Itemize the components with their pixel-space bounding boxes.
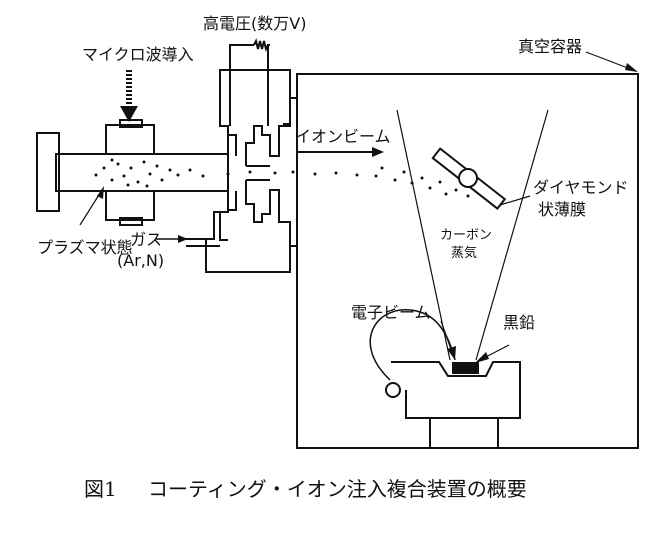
carbon-vapor-label-1: カーボン [440, 228, 492, 243]
electron-gun [385, 382, 401, 398]
substrate-holder [431, 147, 507, 210]
extraction-electrodes [219, 69, 297, 247]
gas-inlet [186, 211, 228, 240]
chamber-leader [585, 51, 634, 71]
crucible-stage [391, 361, 521, 448]
microwave-label: マイクロ波導入 [82, 45, 194, 64]
high-voltage-label: 高電圧(数万V) [203, 14, 306, 33]
figure-number: 図1 [84, 477, 117, 501]
plasma-label: プラズマ状態 [37, 238, 133, 257]
microwave-coupler [105, 119, 155, 226]
diamond-film-label-1: ダイヤモンド [533, 178, 629, 197]
carbon-vapor-label-2: 蒸気 [451, 245, 477, 261]
film-leader [499, 195, 531, 206]
vacuum-chamber-label: 真空容器 [518, 37, 582, 56]
graphite-label: 黒鉛 [503, 313, 535, 332]
electron-beam-arrow [440, 320, 453, 353]
vapor-cone-left [396, 109, 451, 361]
vacuum-chamber [296, 73, 639, 449]
figure-caption: コーティング・イオン注入複合装置の概要 [148, 477, 527, 501]
gas-label: ガス [130, 230, 162, 249]
plasma-particles [94, 158, 205, 188]
lower-housing [205, 240, 291, 273]
electron-beam-label: 電子ビーム [351, 303, 431, 322]
ion-beam-label: イオンビーム [295, 127, 391, 146]
high-voltage-wiring [229, 38, 270, 126]
graphite-target [452, 362, 479, 374]
plasma-tube [55, 153, 229, 192]
end-cap [36, 132, 60, 212]
ion-beam-particles [226, 166, 470, 198]
vapor-cone-right [475, 109, 549, 361]
gas-species-label: (Ar,N) [117, 251, 164, 270]
diamond-film-label-2: 状薄膜 [538, 200, 586, 219]
